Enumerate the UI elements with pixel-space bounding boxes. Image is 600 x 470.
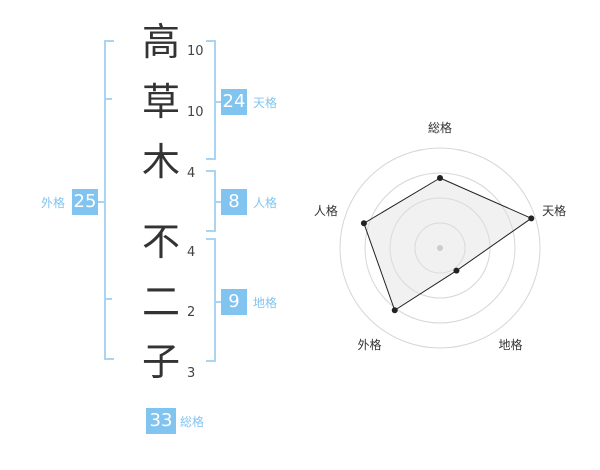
chikaku-label: 地格 — [253, 296, 278, 310]
name-char-1: 高 — [141, 20, 180, 64]
gaikaku-value: 25 — [72, 189, 98, 215]
radar-point-1 — [437, 175, 443, 181]
name-char-4: 不 — [141, 220, 180, 264]
radar-point-5 — [360, 220, 367, 227]
chikaku-bracket-connector — [216, 301, 222, 303]
radar-point-4 — [391, 307, 398, 314]
stroke-count-6: 3 — [187, 366, 196, 381]
radar-points — [360, 175, 535, 314]
stroke-count-2: 10 — [187, 105, 204, 120]
radar-ring-3 — [364, 172, 516, 324]
jinkaku-label: 人格 — [253, 196, 278, 210]
radar-axis-label-4: 外格 — [357, 337, 381, 352]
jinkaku-bracket-connector — [216, 201, 222, 203]
radar-axis-label-3: 地格 — [498, 337, 522, 352]
radar-axis-label-5: 人格 — [314, 203, 338, 218]
jinkaku-value: 8 — [221, 189, 247, 215]
tenkaku-bracket — [206, 40, 216, 160]
radar-ring-4 — [339, 147, 541, 349]
stroke-count-5: 2 — [187, 305, 196, 320]
stroke-count-3: 4 — [187, 166, 196, 181]
soukaku-value: 33 — [146, 408, 176, 434]
radar-grid — [339, 147, 541, 349]
stroke-count-1: 10 — [187, 44, 204, 59]
name-char-3: 木 — [141, 140, 180, 184]
stroke-count-4: 4 — [187, 245, 196, 260]
chikaku-value: 9 — [221, 289, 247, 315]
tenkaku-label: 天格 — [253, 96, 278, 110]
radar-point-2 — [528, 215, 535, 222]
gaikaku-bracket-connector — [98, 201, 106, 203]
radar-series-polygon — [363, 177, 533, 312]
gaikaku-label: 外格 — [41, 196, 66, 210]
radar-center-dot — [437, 245, 443, 251]
jinkaku-bracket — [206, 170, 216, 232]
gaikaku-bracket — [104, 40, 114, 360]
gaikaku-bracket-tick-top — [106, 98, 112, 100]
name-char-5: 二 — [141, 280, 180, 324]
name-char-2: 草 — [141, 80, 180, 124]
soukaku-label: 総格 — [180, 415, 205, 429]
tenkaku-value: 24 — [221, 89, 247, 115]
radar-ring-1 — [414, 222, 466, 274]
radar-ring-2 — [389, 197, 491, 299]
radar-axis-label-1: 総格 — [428, 120, 452, 135]
name-char-6: 子 — [141, 340, 180, 384]
radar-axis-label-2: 天格 — [542, 203, 566, 218]
radar-point-3 — [453, 267, 460, 274]
gaikaku-bracket-tick-bottom — [106, 298, 112, 300]
chikaku-bracket — [206, 238, 216, 362]
tenkaku-bracket-connector — [216, 101, 222, 103]
